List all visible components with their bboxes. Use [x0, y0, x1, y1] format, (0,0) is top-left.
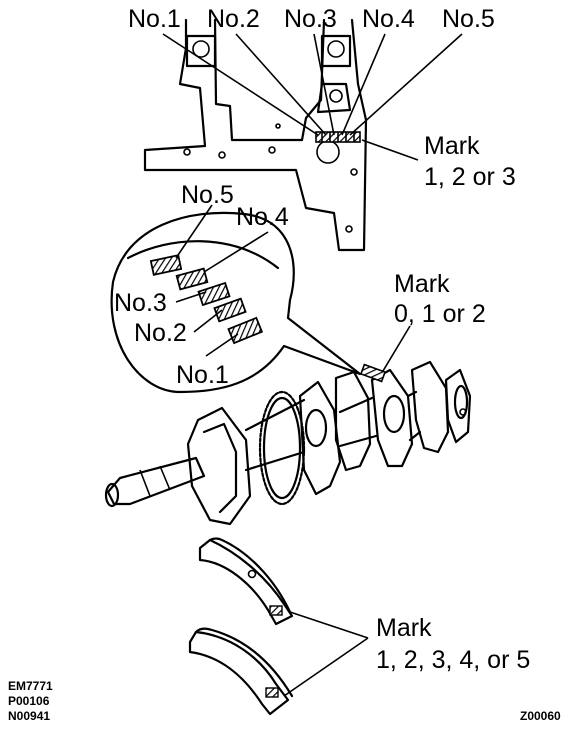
- bearing-mark-values: 1, 2, 3, 4, or 5: [376, 646, 530, 674]
- callout-label-no4: No.4: [236, 203, 289, 231]
- figure-code-right: Z00060: [520, 709, 561, 723]
- crank-mark-values: 0, 1 or 2: [394, 300, 486, 328]
- figure-code-3: N00941: [8, 709, 50, 723]
- callout-label-no5: No.5: [181, 181, 234, 209]
- block-mark-label: Mark: [424, 132, 480, 160]
- journal-mark-4: [175, 267, 209, 291]
- block-leader-lines: [162, 33, 463, 161]
- journal-mark-2: [213, 297, 247, 323]
- block-label-no3: No.3: [284, 5, 337, 33]
- bearing-mark-label: Mark: [376, 614, 432, 642]
- block-label-no5: No.5: [442, 5, 495, 33]
- crank-mark-stamp: [359, 363, 387, 383]
- block-label-no2: No.2: [207, 5, 260, 33]
- callout-label-no2: No.2: [134, 319, 187, 347]
- block-label-no1: No.1: [128, 5, 181, 33]
- callout-label-no3: No.3: [114, 289, 167, 317]
- lower-bearing-mark: [265, 687, 279, 698]
- bearing-shells-drawing: [188, 537, 369, 716]
- journal-mark-1: [227, 316, 264, 345]
- crankshaft-drawing: [104, 360, 472, 526]
- figure-code-1: EM7771: [8, 679, 53, 693]
- figure-code-2: P00106: [8, 694, 50, 708]
- cylinder-block-drawing: [143, 18, 368, 252]
- magnified-callout: [110, 204, 362, 394]
- journal-mark-5: [149, 254, 183, 276]
- journal-mark-3: [197, 281, 231, 307]
- block-mark-values: 1, 2 or 3: [424, 163, 516, 191]
- upper-bearing-mark: [269, 605, 283, 616]
- callout-label-no1: No.1: [176, 361, 229, 389]
- crank-mark-leader: [379, 325, 411, 377]
- block-label-no4: No.4: [362, 5, 415, 33]
- crank-mark-label: Mark: [394, 270, 450, 298]
